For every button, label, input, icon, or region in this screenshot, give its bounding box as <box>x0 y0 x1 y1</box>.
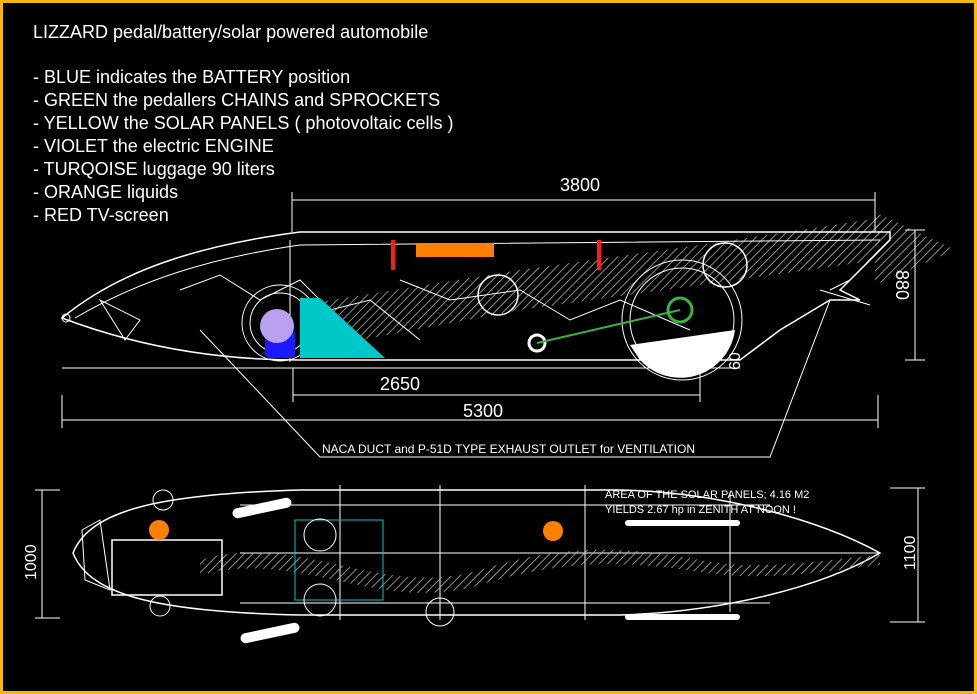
side-dimensions: 3800 2650 5300 880 60 NACA DUCT and P-51… <box>61 175 925 458</box>
legend-luggage: - TURQOISE luggage 90 liters <box>33 159 275 179</box>
legend-engine: - VIOLET the electric ENGINE <box>33 136 274 156</box>
solar-yield-note: YIELDS 2.67 hp in ZENITH AT NOON ! <box>605 504 796 516</box>
plan-front-wheel-left <box>232 497 292 519</box>
side-view <box>60 212 955 381</box>
rear-wheel-cover <box>630 330 735 378</box>
dim-880: 880 <box>892 270 912 300</box>
color-legend: - BLUE indicates the BATTERY position - … <box>33 67 454 225</box>
plan-battery-bay <box>111 539 223 596</box>
dim-1100: 1100 <box>902 535 919 570</box>
body-outline <box>60 231 891 361</box>
legend-solar: - YELLOW the SOLAR PANELS ( photovoltaic… <box>33 113 454 133</box>
legend-liquids: - ORANGE liquids <box>33 182 178 202</box>
chain-idler <box>527 333 547 353</box>
legend-chains: - GREEN the pedallers CHAINS and SPROCKE… <box>33 90 440 110</box>
dim-3800: 3800 <box>560 175 600 195</box>
drawing-title: LIZZARD pedal/battery/solar powered auto… <box>33 22 428 42</box>
dim-2650: 2650 <box>380 374 420 394</box>
pedaller-figure-rear <box>399 279 691 331</box>
electric-engine <box>260 309 294 343</box>
front-crank <box>477 274 519 316</box>
plan-rear-wheel-right <box>625 614 740 620</box>
nose-point <box>61 313 71 323</box>
plan-luggage-outline <box>294 519 384 601</box>
tv-screen-rear <box>597 240 601 270</box>
plan-solar-ribbon <box>200 549 880 593</box>
drive-chain <box>536 309 681 344</box>
dim-5300: 5300 <box>463 401 503 421</box>
plan-view: AREA OF THE SOLAR PANELS; 4.16 M2 YIELDS… <box>72 485 882 644</box>
rear-crank <box>702 242 748 288</box>
plan-rear-wheel-left <box>625 520 740 526</box>
naca-note: NACA DUCT and P-51D TYPE EXHAUST OUTLET … <box>322 442 695 456</box>
legend-tv: - RED TV-screen <box>33 205 169 225</box>
plan-liquid-front <box>149 520 169 540</box>
tv-screen-front <box>391 240 395 270</box>
tail-detail <box>819 279 871 306</box>
nose-detail <box>98 298 141 341</box>
plan-liquid-rear <box>543 521 563 541</box>
pedaller-figure-front <box>179 274 421 341</box>
rear-wheel <box>621 259 743 381</box>
plan-dimensions: 1000 1100 <box>23 487 925 623</box>
naca-leader <box>199 299 831 458</box>
solar-panel-band <box>300 218 880 340</box>
luggage-compartment <box>300 298 385 358</box>
liquids-tank-side <box>416 243 494 257</box>
plan-nose-detail <box>81 519 111 591</box>
plan-front-wheel-right <box>240 622 300 644</box>
rear-sprocket <box>666 296 694 324</box>
legend-battery: - BLUE indicates the BATTERY position <box>33 67 350 87</box>
solar-area-note: AREA OF THE SOLAR PANELS; 4.16 M2 <box>605 489 809 501</box>
dim-1000: 1000 <box>23 544 40 580</box>
dim-60: 60 <box>727 352 744 370</box>
